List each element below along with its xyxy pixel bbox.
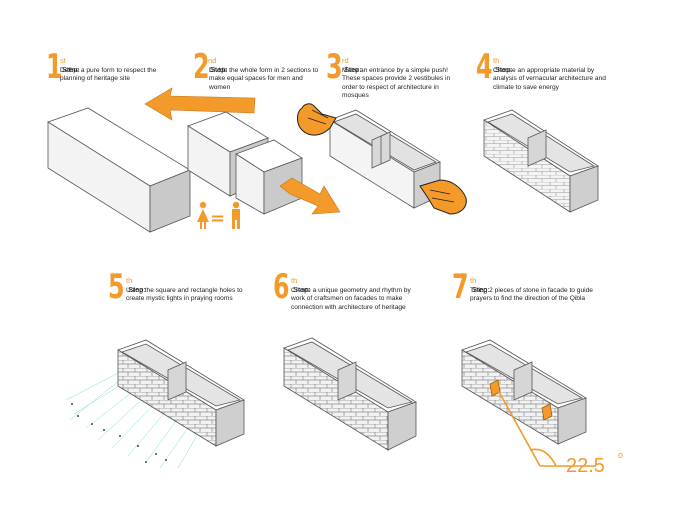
step7-volume <box>461 339 587 445</box>
step-label: Step: <box>344 65 362 74</box>
hand-icon-left <box>297 103 337 136</box>
step2-arrow-left <box>144 87 256 121</box>
step-number: 5 <box>108 267 125 307</box>
step-number: 7 <box>452 267 469 307</box>
step-description: Tilting 2 pieces of stone in facade to g… <box>470 287 593 303</box>
step5-floor-dots <box>71 403 167 463</box>
step-suffix: st <box>60 56 66 65</box>
step-description: Define a pure form to respect the planni… <box>60 67 157 83</box>
step-suffix: th <box>291 276 298 285</box>
step-suffix: rd <box>342 56 349 65</box>
angle-degree-symbol: o <box>618 450 623 460</box>
hand-icon-right <box>419 179 467 215</box>
step-label: Step: <box>128 285 146 294</box>
step-number: 4 <box>476 47 493 87</box>
angle-value: 22.5 <box>566 455 605 477</box>
step-number: 6 <box>273 267 290 307</box>
step-suffix: th <box>493 56 500 65</box>
step-label: Step: <box>62 65 80 74</box>
step-label: Step: <box>293 285 311 294</box>
woman-icon <box>197 201 209 229</box>
step6-volume <box>283 337 417 451</box>
step-label: Step: <box>472 285 490 294</box>
step1-volume <box>47 107 191 233</box>
step2-arrow-right <box>279 177 341 215</box>
step-description: Choose an appropriate material by analys… <box>493 67 606 91</box>
step-description: Make an entrance by a simple push! These… <box>342 67 451 100</box>
step4-volume <box>483 109 599 213</box>
step-suffix: nd <box>208 56 217 65</box>
step-number: 3 <box>326 47 343 87</box>
step-description: Divide the whole form in 2 sections to m… <box>209 67 319 91</box>
qibla-angle-indicator <box>497 389 596 467</box>
step3-volume <box>329 109 441 209</box>
step2-volume-b <box>235 139 303 215</box>
step-number: 2 <box>193 47 210 87</box>
step-description: Create a unique geometry and rhythm by w… <box>291 287 411 311</box>
step-suffix: th <box>126 276 133 285</box>
equals-sign: = <box>210 208 225 229</box>
step-description: Using the square and rectangle holes to … <box>126 287 243 303</box>
step5-volume <box>117 339 245 447</box>
step-number: 1 <box>46 47 63 87</box>
step-label: Step: <box>495 65 513 74</box>
man-icon <box>232 201 240 229</box>
step-label: Step: <box>210 65 228 74</box>
step-suffix: th <box>470 276 477 285</box>
